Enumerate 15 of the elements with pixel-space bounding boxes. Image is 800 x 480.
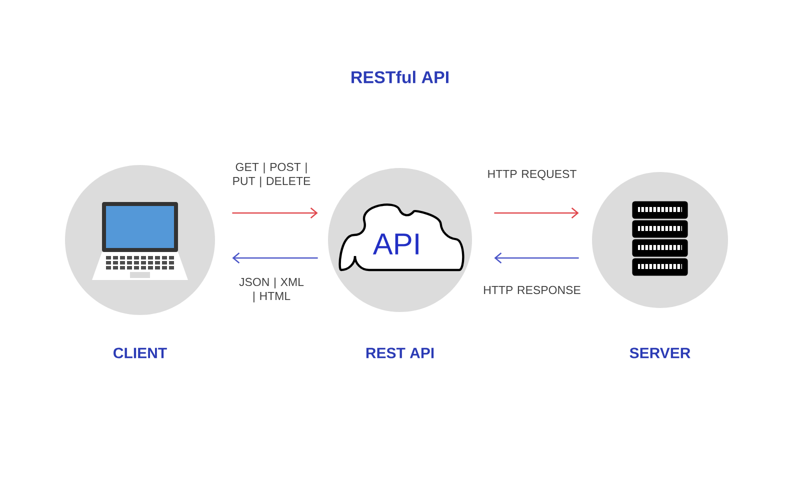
circle-node: API REST API	[328, 168, 472, 358]
arrow	[232, 252, 318, 264]
circle-node: CLIENT	[65, 165, 215, 358]
edge-label: HTTP RESPONSE	[484, 286, 580, 294]
arrow	[232, 208, 318, 218]
arrow	[494, 252, 579, 264]
edge-label: JSON | XML | HTML	[239, 278, 304, 302]
node-label: CLIENT	[114, 348, 167, 358]
edge-label: GET | POST | PUT | DELETE	[233, 162, 310, 188]
node-label: SERVER	[630, 348, 690, 358]
circle-node: SERVER	[592, 172, 728, 358]
arrow	[494, 208, 579, 218]
node-label: REST API	[366, 348, 434, 358]
title: RESTful API	[352, 70, 448, 84]
edge-label: HTTP REQUEST	[488, 170, 576, 180]
